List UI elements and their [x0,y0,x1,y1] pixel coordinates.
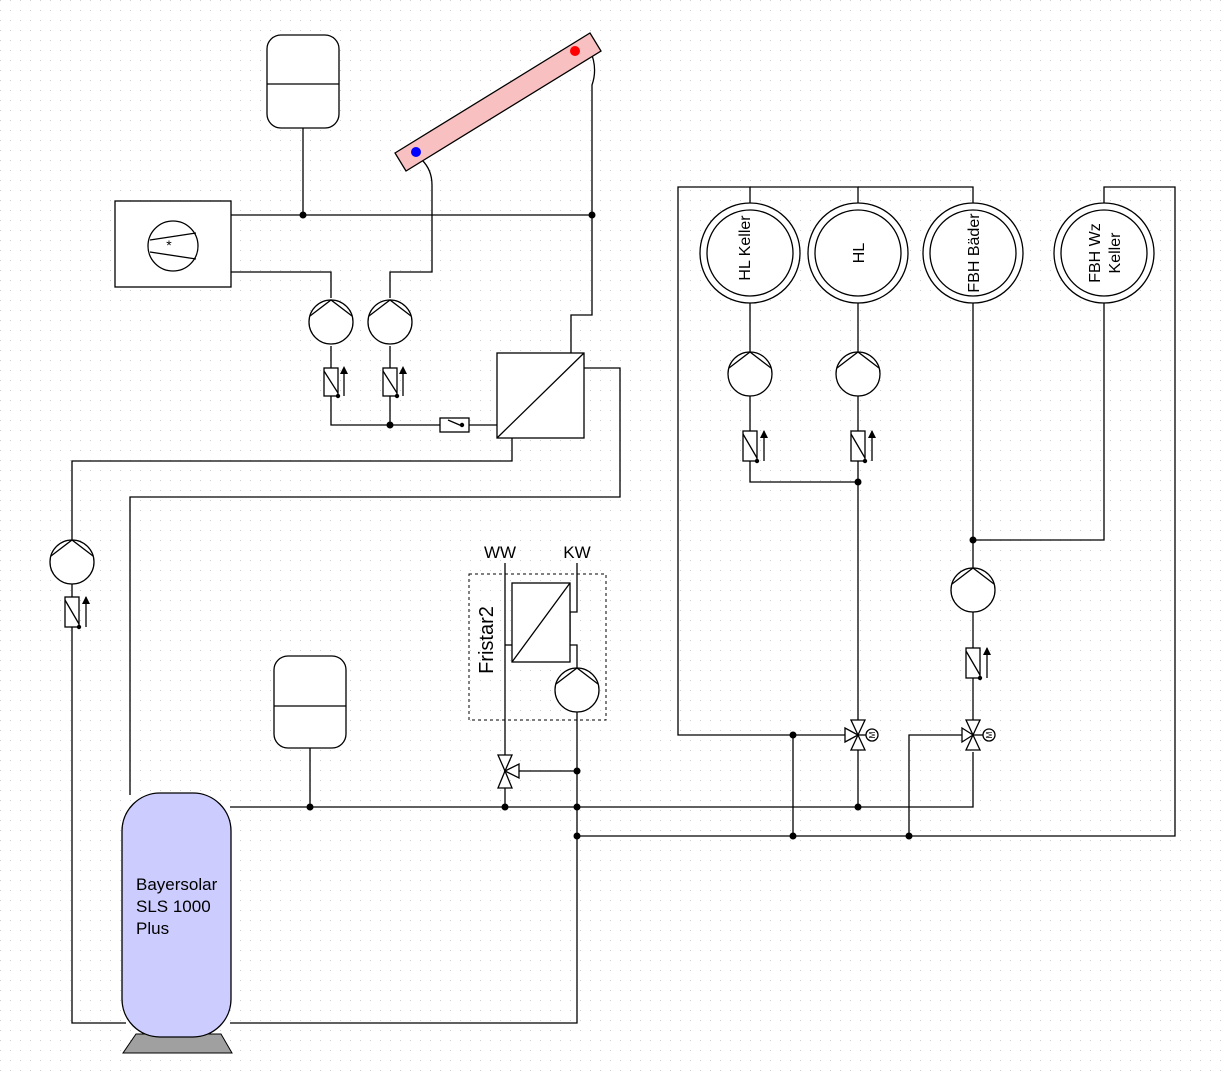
check-valve-icon [382,366,407,399]
three-way-valves: M M [497,719,996,789]
check-valves [64,366,991,681]
solar-heat-exchanger [496,352,585,439]
three-way-valve-icon [497,754,520,789]
solar-collector [394,32,602,172]
motorized-three-way-valve-icon: M [844,719,879,751]
hot-water-label: WW [484,543,516,562]
pump-icon [950,567,996,613]
collector-hot-sensor [570,46,580,56]
check-valve-icon [742,430,768,464]
boiler: * [114,200,232,288]
tank-body [121,792,232,1038]
heating-circuit-fbh-wz-keller: FBH Wz Keller [1053,202,1155,304]
pump-icon [554,667,600,713]
pump-icon [49,539,95,585]
check-valve-icon [323,366,348,399]
tank-label-line1: Bayersolar [136,875,218,894]
fresh-water-heat-exchanger [511,582,571,663]
motorized-three-way-valve-icon: M [961,719,996,751]
expansion-vessel-top [266,34,340,129]
pumps [49,299,996,713]
collector-panel [394,32,602,172]
check-valve-icon [850,430,876,464]
expansion-vessel-bottom [273,655,347,749]
check-valve-icon [64,596,90,630]
heating-circuit-fbh-baeder: FBH Bäder [922,202,1024,304]
pump-icon [367,299,413,345]
boiler-symbol: * [166,237,172,253]
heating-circuit-hl-keller: HL Keller [699,202,801,304]
fbh-wz-keller-label-1: FBH Wz [1087,223,1104,283]
pump-icon [727,351,773,397]
tank-label-line3: Plus [136,919,169,938]
tank-label-line2: SLS 1000 [136,897,211,916]
fresh-water-station-label: Fristar2 [476,606,498,674]
heating-circuit-hl: HL [807,202,909,304]
cold-water-label: KW [563,543,590,562]
fbh-baeder-label: FBH Bäder [966,213,983,293]
hl-keller-label: HL Keller [737,215,754,281]
pump-icon [308,299,354,345]
junction-dots [299,211,977,840]
check-valve-icon [965,647,991,681]
fbh-wz-keller-label-2: Keller [1107,232,1124,274]
flow-switch-icon [439,417,470,433]
valve-actuator-label: M [868,731,877,738]
valve-actuator-label: M [985,731,994,738]
pump-icon [835,351,881,397]
fresh-water-station-border [468,573,607,721]
hl-label: HL [851,243,868,264]
collector-cold-sensor [411,147,421,157]
buffer-tank: Bayersolar SLS 1000 Plus [121,792,233,1054]
